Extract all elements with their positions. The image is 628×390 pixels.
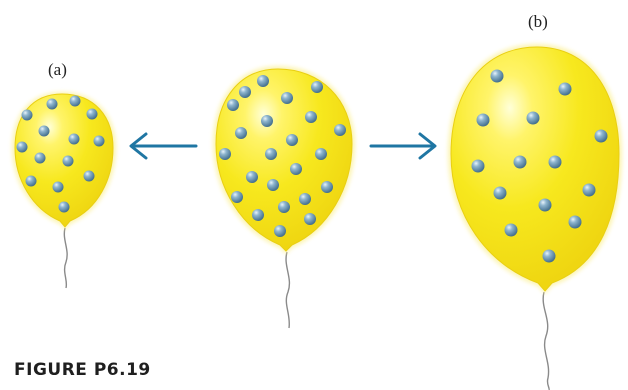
gas-molecule-icon xyxy=(257,75,269,87)
gas-molecule-icon xyxy=(494,187,507,200)
gas-molecule-icon xyxy=(286,134,298,146)
gas-molecule-icon xyxy=(278,201,290,213)
gas-molecule-icon xyxy=(59,202,70,213)
gas-molecule-icon xyxy=(94,136,105,147)
gas-molecule-icon xyxy=(595,130,608,143)
gas-molecule-icon xyxy=(69,134,80,145)
gas-molecule-icon xyxy=(261,115,273,127)
gas-molecule-icon xyxy=(334,124,346,136)
gas-molecule-icon xyxy=(239,86,251,98)
gas-molecule-icon xyxy=(543,250,556,263)
gas-molecule-icon xyxy=(246,171,258,183)
gas-molecule-icon xyxy=(231,191,243,203)
gas-molecule-icon xyxy=(22,110,33,121)
balloon-a xyxy=(12,92,116,288)
panel-label-b: (b) xyxy=(528,12,548,32)
gas-molecule-icon xyxy=(87,109,98,120)
gas-molecule-icon xyxy=(274,225,286,237)
gas-molecule-icon xyxy=(281,92,293,104)
balloon-b-string xyxy=(543,292,549,390)
panel-label-a: (a) xyxy=(48,60,67,80)
gas-molecule-icon xyxy=(267,179,279,191)
gas-molecule-icon xyxy=(290,163,302,175)
gas-molecule-icon xyxy=(47,99,58,110)
gas-molecule-icon xyxy=(304,213,316,225)
gas-molecule-icon xyxy=(549,156,562,169)
balloon-a-string xyxy=(64,228,67,288)
gas-molecule-icon xyxy=(569,216,582,229)
figure-caption: FIGURE P6.19 xyxy=(14,360,151,380)
gas-molecule-icon xyxy=(505,224,518,237)
gas-molecule-icon xyxy=(39,126,50,137)
gas-molecule-icon xyxy=(299,193,311,205)
gas-molecule-icon xyxy=(514,156,527,169)
gas-molecule-icon xyxy=(63,156,74,167)
arrow-left-icon xyxy=(131,134,196,158)
gas-molecule-icon xyxy=(472,160,485,173)
gas-molecule-icon xyxy=(321,181,333,193)
gas-molecule-icon xyxy=(265,148,277,160)
gas-molecule-icon xyxy=(315,148,327,160)
gas-molecule-icon xyxy=(35,153,46,164)
gas-molecule-icon xyxy=(235,127,247,139)
gas-molecule-icon xyxy=(219,148,231,160)
gas-molecule-icon xyxy=(305,111,317,123)
gas-molecule-icon xyxy=(477,114,490,127)
gas-molecule-icon xyxy=(227,99,239,111)
balloon-middle-string xyxy=(286,252,289,328)
gas-molecule-icon xyxy=(559,83,572,96)
gas-molecule-icon xyxy=(70,96,81,107)
arrow-right-icon xyxy=(371,134,435,158)
balloon-b xyxy=(448,44,622,390)
gas-molecule-icon xyxy=(491,70,504,83)
gas-molecule-icon xyxy=(539,199,552,212)
gas-molecule-icon xyxy=(26,176,37,187)
gas-molecule-icon xyxy=(84,171,95,182)
gas-molecule-icon xyxy=(53,182,64,193)
gas-molecule-icon xyxy=(17,142,28,153)
gas-molecule-icon xyxy=(583,184,596,197)
gas-molecule-icon xyxy=(252,209,264,221)
gas-molecule-icon xyxy=(311,81,323,93)
gas-molecule-icon xyxy=(527,112,540,125)
balloon-middle xyxy=(213,66,355,328)
